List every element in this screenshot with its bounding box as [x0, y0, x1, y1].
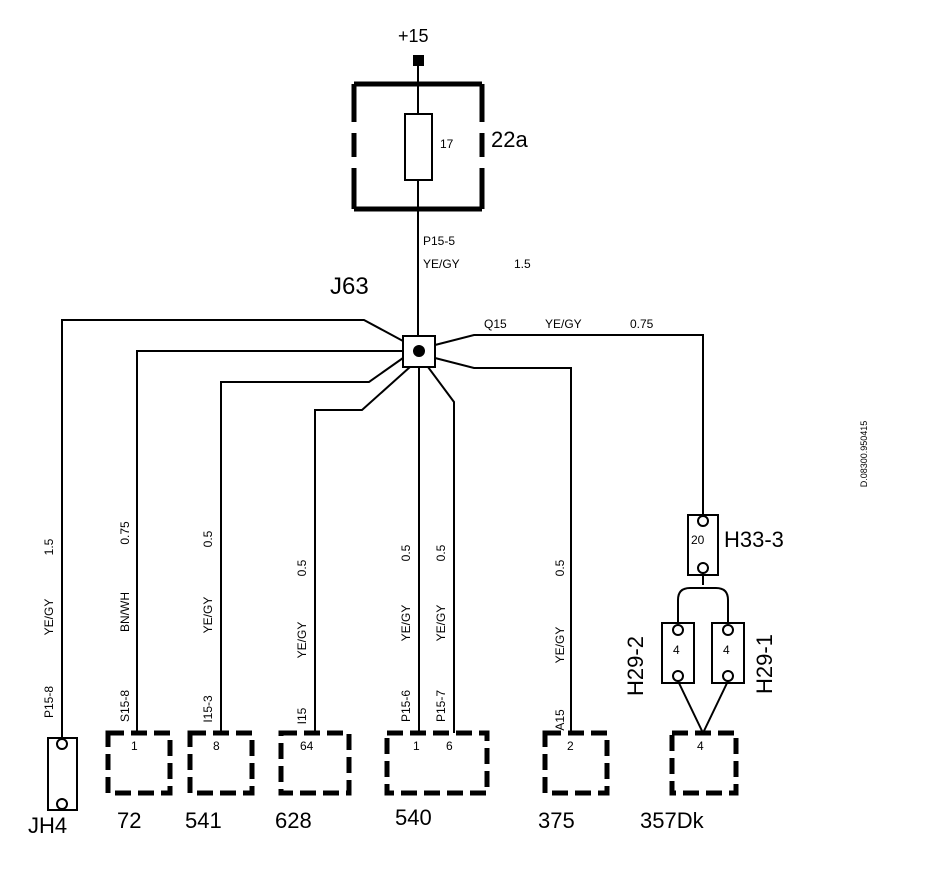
branch-540b-size: 0.5 — [434, 544, 448, 561]
connector-628-body — [278, 730, 352, 796]
power-label: +15 — [398, 26, 429, 46]
connector-628-name: 628 — [275, 808, 312, 833]
branch-jh4-pin: P15-8 — [42, 686, 56, 718]
connector-h29-1-pin-top — [722, 624, 734, 636]
connector-375-pin: 2 — [567, 739, 574, 753]
branch-540a-pin: P15-6 — [399, 690, 413, 722]
branch-540b-pin: P15-7 — [434, 690, 448, 722]
feed-wire-size: 1.5 — [514, 257, 531, 271]
connector-541-body — [187, 730, 255, 796]
branch-628-pin: I15 — [295, 707, 309, 724]
branch-72-size: 0.75 — [118, 521, 132, 545]
connector-jh4-pin-top — [56, 738, 68, 750]
branch-375-size: 0.5 — [553, 559, 567, 576]
connector-375-name: 375 — [538, 808, 575, 833]
branch-540b-color: YE/GY — [434, 605, 448, 642]
connector-h33-pin-bottom — [697, 562, 709, 574]
power-terminal — [413, 55, 424, 66]
connector-541-pin: 8 — [213, 739, 220, 753]
v-join-wires — [677, 680, 729, 736]
connector-jh4-name: JH4 — [28, 813, 67, 838]
branch-jh4-color: YE/GY — [42, 599, 56, 636]
feed-wire-color: YE/GY — [423, 257, 460, 271]
branch-72-color: BN/WH — [118, 592, 132, 632]
h33-wire-color: YE/GY — [545, 317, 582, 331]
connector-h33-name: H33-3 — [724, 527, 784, 552]
fuse-box-label: 22a — [491, 127, 528, 152]
connector-357dk-pin: 4 — [697, 739, 704, 753]
connector-h33-pin-top — [697, 515, 709, 527]
branch-jh4-size: 1.5 — [42, 538, 56, 555]
connector-540-name: 540 — [395, 805, 432, 830]
connector-72-name: 72 — [117, 808, 141, 833]
fuse-element — [404, 113, 433, 181]
connector-357dk-name: 357Dk — [640, 808, 705, 833]
fuse-number: 17 — [440, 137, 454, 151]
connector-540-pin-a: 1 — [413, 739, 420, 753]
connector-h33-pin: 20 — [691, 533, 705, 547]
connector-540-pin-b: 6 — [446, 739, 453, 753]
connector-540-body — [384, 730, 490, 796]
connector-h29-1-pin: 4 — [723, 643, 730, 657]
connector-375-body — [542, 730, 610, 796]
splice-brace — [677, 573, 729, 601]
branch-541-pin: I15-3 — [201, 695, 215, 723]
connector-541-name: 541 — [185, 808, 222, 833]
branch-541-size: 0.5 — [201, 530, 215, 547]
branch-628-size: 0.5 — [295, 559, 309, 576]
connector-h29-1-pin-bottom — [722, 670, 734, 682]
connector-h29-2-pin: 4 — [673, 643, 680, 657]
connector-h29-1-name: H29-1 — [752, 634, 777, 694]
connector-357dk-body — [669, 730, 739, 796]
branch-540a-color: YE/GY — [399, 605, 413, 642]
h33-wire-size: 0.75 — [630, 317, 654, 331]
feed-wire-pin: P15-5 — [423, 234, 455, 248]
junction-node — [413, 345, 425, 357]
junction-label: J63 — [330, 273, 369, 300]
doc-id: D.08300.950415 — [859, 421, 869, 488]
connector-jh4-body — [47, 737, 78, 811]
branch-375-color: YE/GY — [553, 627, 567, 664]
branch-541-color: YE/GY — [201, 597, 215, 634]
branch-628-color: YE/GY — [295, 622, 309, 659]
connector-72-pin: 1 — [131, 739, 138, 753]
connector-jh4-pin-bottom — [56, 798, 68, 810]
connector-628-pin: 64 — [300, 739, 314, 753]
branch-375-pin: A15 — [553, 709, 567, 731]
connector-h29-2-pin-top — [672, 624, 684, 636]
connector-72-body — [105, 730, 173, 796]
h33-wire-pin: Q15 — [484, 317, 507, 331]
connector-h29-2-name: H29-2 — [623, 636, 648, 696]
branch-540a-size: 0.5 — [399, 544, 413, 561]
connector-h29-2-pin-bottom — [672, 670, 684, 682]
branch-72-pin: S15-8 — [118, 690, 132, 722]
branch-wires — [61, 319, 704, 740]
